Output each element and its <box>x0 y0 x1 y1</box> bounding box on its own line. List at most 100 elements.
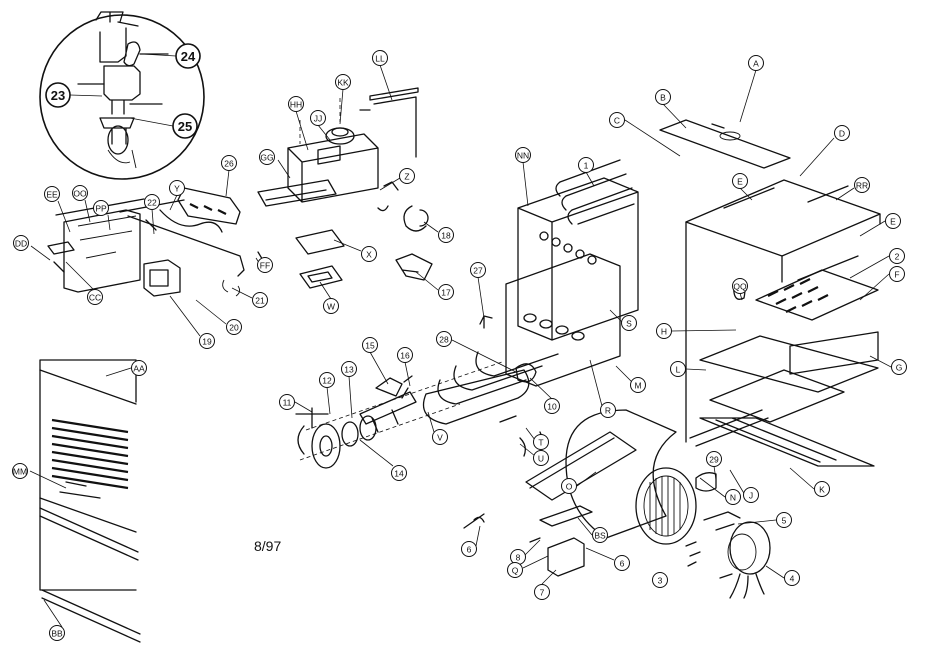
callout-label: 19 <box>202 337 212 347</box>
callout-c-J: J <box>743 487 759 503</box>
callout-c-EE: EE <box>44 186 60 202</box>
callout-c-22: 22 <box>144 194 160 210</box>
callout-circle <box>49 625 65 641</box>
callout-circle <box>592 527 608 543</box>
callout-circle <box>257 257 273 273</box>
callout-c-JJ: JJ <box>310 110 326 126</box>
callout-circle <box>45 82 71 108</box>
callout-circle <box>259 149 275 165</box>
callout-c-MM: MM <box>12 463 28 479</box>
callout-label: Z <box>404 172 409 182</box>
callout-label: A <box>753 59 759 69</box>
inducer-box-assembly <box>257 87 433 289</box>
callout-circle <box>226 319 242 335</box>
callout-circle <box>652 572 668 588</box>
callout-c-2: 2 <box>889 248 905 264</box>
callout-label: Q <box>512 566 519 576</box>
callout-circle <box>533 434 549 450</box>
callout-c-1: 1 <box>578 157 594 173</box>
callout-c-5: 5 <box>776 512 792 528</box>
callout-c-R: R <box>600 402 616 418</box>
callout-label: W <box>327 302 335 312</box>
callout-c-12: 12 <box>319 372 335 388</box>
callout-label: 1 <box>584 161 589 171</box>
callout-c-C: C <box>609 112 625 128</box>
callout-c-D: D <box>834 125 850 141</box>
callout-label: Y <box>174 184 180 194</box>
callout-c-7: 7 <box>534 584 550 600</box>
callout-label: 10 <box>547 402 557 412</box>
callout-label: QQ <box>733 282 747 292</box>
callout-label: FF <box>260 261 270 271</box>
callout-circle <box>175 43 201 69</box>
callout-circle <box>172 113 198 139</box>
callout-c-RR: RR <box>854 177 870 193</box>
callout-circle <box>889 248 905 264</box>
callout-circle <box>391 465 407 481</box>
callout-label: D <box>839 129 845 139</box>
callout-label: 6 <box>620 559 625 569</box>
callout-circle <box>438 284 454 300</box>
callout-label: 23 <box>51 88 65 103</box>
callout-label: 14 <box>394 469 404 479</box>
callout-label: G <box>896 363 903 373</box>
callout-label: GG <box>260 153 273 163</box>
callout-circle <box>169 180 185 196</box>
callout-circle <box>609 112 625 128</box>
callout-c-25: 25 <box>172 113 198 139</box>
callout-c-E1: E <box>732 173 748 189</box>
blower-assembly <box>463 409 771 599</box>
callout-c-NN: NN <box>515 147 531 163</box>
callout-c-A: A <box>748 55 764 71</box>
callout-c-14: 14 <box>391 465 407 481</box>
detail-circle-gas-valve <box>39 11 205 180</box>
callout-label: 8 <box>516 553 521 563</box>
callout-circle <box>706 451 722 467</box>
callout-c-19: 19 <box>199 333 215 349</box>
callout-label: RR <box>856 181 868 191</box>
callout-circle <box>341 361 357 377</box>
callout-c-BS: BS <box>592 527 608 543</box>
callout-circle <box>399 168 415 184</box>
callout-circle <box>889 266 905 282</box>
callout-circle <box>621 315 637 331</box>
callout-label: X <box>366 250 372 260</box>
callout-circle <box>335 74 351 90</box>
callout-label: 3 <box>658 576 663 586</box>
callout-c-17: 17 <box>438 284 454 300</box>
callout-label: 13 <box>344 365 354 375</box>
callout-c-11: 11 <box>279 394 295 410</box>
callout-circle <box>732 278 748 294</box>
callout-label: NN <box>517 151 529 161</box>
callout-circle <box>784 570 800 586</box>
callout-label: 29 <box>709 455 719 465</box>
callout-circle <box>561 478 577 494</box>
callout-c-Z: Z <box>399 168 415 184</box>
callout-label: C <box>614 116 620 126</box>
callout-circle <box>470 262 486 278</box>
callout-c-CC: CC <box>87 289 103 305</box>
callout-c-FF: FF <box>257 257 273 273</box>
callout-c-LL: LL <box>372 50 388 66</box>
callout-circle <box>743 487 759 503</box>
callout-label: AA <box>133 364 145 374</box>
callout-label: 28 <box>439 335 449 345</box>
front-doors <box>39 359 141 643</box>
callout-label: 7 <box>540 588 545 598</box>
leader-lines <box>29 53 892 628</box>
callout-circle <box>854 177 870 193</box>
callout-label: J <box>749 491 753 501</box>
callout-c-6a: 6 <box>461 541 477 557</box>
callout-label: O <box>566 482 573 492</box>
callout-label: 6 <box>467 545 472 555</box>
callout-circle <box>93 200 109 216</box>
callout-label: 18 <box>441 231 451 241</box>
callout-circle <box>534 584 550 600</box>
callout-circle <box>732 173 748 189</box>
callout-label: T <box>538 438 543 448</box>
callout-circle <box>834 125 850 141</box>
callout-c-4: 4 <box>784 570 800 586</box>
callout-circle <box>144 194 160 210</box>
